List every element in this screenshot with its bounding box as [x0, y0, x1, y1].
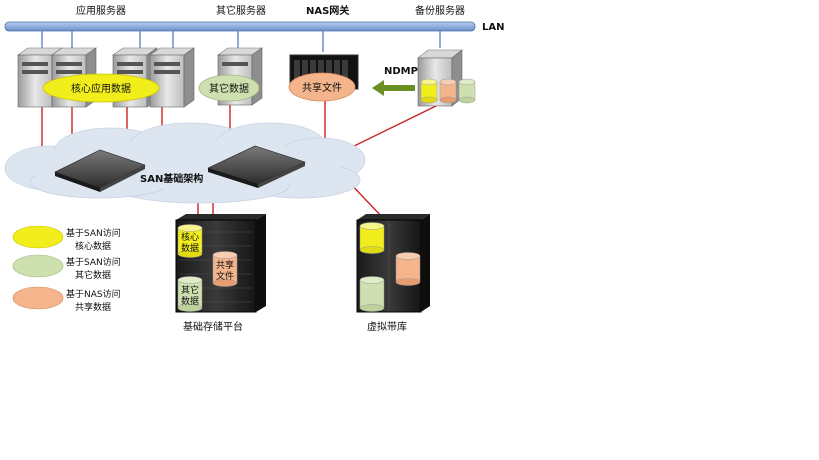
shared-data-cylinder-icon [439, 78, 457, 104]
san-cloud [4, 122, 366, 204]
share-cylinder-line1: 共享 [216, 259, 234, 271]
storage-platform-label: 基础存储平台 [183, 320, 243, 333]
core-cylinder-line1: 核心 [181, 231, 199, 243]
ndmp-arrow [372, 80, 415, 96]
ndmp-label: NDMP [384, 66, 418, 77]
app-servers-label: 应用服务器 [76, 4, 126, 17]
other-cylinder-line1: 其它 [181, 284, 199, 296]
shared-files-ellipse: 共享文件 [288, 72, 356, 102]
legend-item-line1: 基于NAS访问 [66, 288, 121, 300]
share-cylinder-line2: 文件 [216, 270, 234, 282]
legend-item-line1: 基于SAN访问 [66, 256, 121, 268]
san-switch-icon [207, 145, 306, 188]
lan-label: LAN [482, 22, 504, 33]
other-data-cylinder-icon [458, 78, 476, 104]
legend-item-line2: 核心数据 [75, 240, 111, 252]
other-cylinder-line2: 数据 [181, 295, 199, 307]
other-data-cylinder-icon [359, 276, 385, 312]
virtual-tape-library [356, 214, 430, 313]
legend-item-line2: 其它数据 [75, 269, 111, 281]
core-app-data-label: 核心应用数据 [71, 82, 131, 95]
legend-item: 基于SAN访问 核心数据 [12, 225, 121, 252]
san-links [41, 100, 439, 225]
legend-item-line1: 基于SAN访问 [66, 227, 121, 239]
lan-drops [41, 31, 441, 52]
shared-files-label: 共享文件 [302, 81, 342, 94]
backup-servers-label: 备份服务器 [415, 4, 465, 17]
other-data-ellipse: 其它数据 [198, 74, 260, 102]
other-servers-label: 其它服务器 [216, 4, 266, 17]
core-data-cylinder-icon [420, 78, 438, 104]
legend-item: 基于SAN访问 其它数据 [12, 254, 121, 281]
lan-bus [4, 21, 476, 32]
tape-library-label: 虚拟带库 [367, 320, 407, 333]
shared-files-cylinder: 共享 文件 [212, 251, 238, 287]
shared-data-cylinder-icon [395, 252, 421, 286]
core-app-data-ellipse: 核心应用数据 [42, 73, 160, 103]
san-switch-icon [54, 149, 146, 192]
core-data-cylinder: 核心 数据 [177, 224, 203, 258]
legend-item: 基于NAS访问 共享数据 [12, 286, 121, 313]
legend: 基于SAN访问 核心数据 基于SAN访问 其它数据 基于NAS访问 共享数据 [12, 225, 121, 313]
core-data-cylinder-icon [359, 222, 385, 254]
core-cylinder-line2: 数据 [181, 242, 199, 254]
other-data-label: 其它数据 [209, 82, 249, 95]
other-data-cylinder: 其它 数据 [177, 276, 203, 312]
server-icon [149, 47, 195, 108]
nas-gateway-label: NAS网关 [306, 4, 349, 17]
legend-item-line2: 共享数据 [75, 301, 111, 313]
san-label: SAN基础架构 [140, 172, 203, 185]
storage-platform-rack: 核心 数据 共享 文件 其它 数据 [175, 214, 266, 313]
backup-server [417, 49, 476, 107]
